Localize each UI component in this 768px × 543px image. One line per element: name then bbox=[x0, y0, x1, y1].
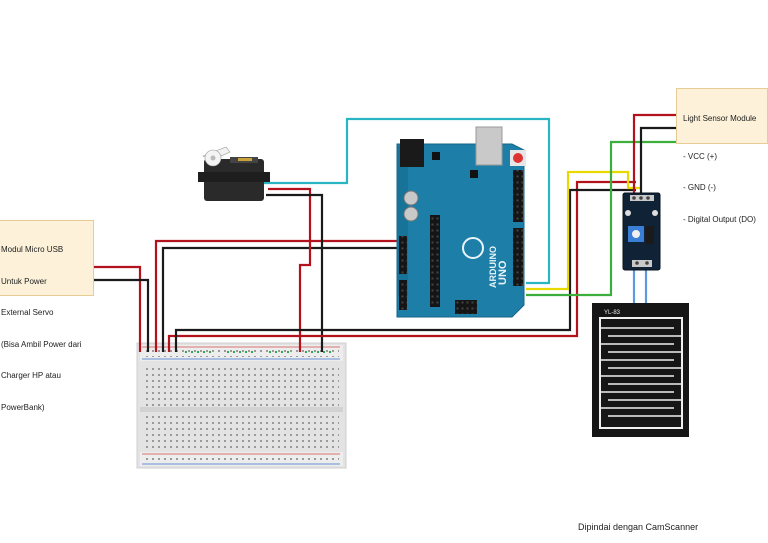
sensor-note-line: - VCC (+) bbox=[683, 151, 717, 161]
usb-note-line: PowerBank) bbox=[1, 402, 45, 412]
wire-servo-red bbox=[268, 187, 312, 352]
wire-servo-signal-cyan bbox=[262, 117, 551, 285]
usb-note-line: Modul Micro USB bbox=[1, 245, 64, 254]
breadboard bbox=[136, 342, 347, 469]
sensor-note-line: - Digital Output (DO) bbox=[683, 214, 756, 224]
light-sensor-note-title: Light Sensor Module bbox=[683, 114, 757, 123]
wire-servo-black bbox=[266, 193, 324, 352]
wire-arduino-green bbox=[526, 140, 676, 297]
light-sensor-module bbox=[622, 192, 661, 271]
arduino-brand-label: ARDUINO bbox=[488, 246, 498, 288]
sensor-note-line: - GND (-) bbox=[683, 183, 716, 192]
wires bbox=[94, 113, 676, 352]
arduino-model-label: UNO bbox=[497, 260, 509, 285]
light-sensor-note: Light Sensor Module - VCC (+) - GND (-) … bbox=[676, 88, 768, 224]
usb-note-line: Untuk Power bbox=[1, 276, 47, 286]
wire-breadboard-red bbox=[167, 180, 636, 352]
wire-arduino-yellow bbox=[526, 170, 640, 291]
scanner-watermark: Dipindai dengan CamScanner bbox=[578, 522, 699, 532]
usb-note-line: (Bisa Ambil Power dari bbox=[1, 339, 82, 349]
arduino-uno-board: ARDUINO UNO bbox=[396, 126, 526, 318]
servo-motor bbox=[198, 146, 270, 201]
wire-vcc-red bbox=[632, 113, 676, 194]
wire-usb-power-red bbox=[94, 265, 142, 352]
usb-note-line: External Servo bbox=[1, 308, 54, 317]
wire-usb-gnd-black bbox=[94, 278, 150, 352]
wire-breadboard-black bbox=[174, 188, 636, 352]
usb-module-note: Modul Micro USB Untuk Power External Ser… bbox=[0, 220, 94, 412]
rain-sensor-label: YL-83 bbox=[604, 310, 621, 316]
usb-note-line: Charger HP atau bbox=[1, 371, 61, 380]
wire-arduino-gnd-black bbox=[161, 246, 398, 352]
wire-arduino-5v-red bbox=[154, 239, 398, 352]
wire-gnd-black bbox=[639, 126, 676, 194]
rain-sensor-plate: YL-83 bbox=[592, 303, 689, 437]
